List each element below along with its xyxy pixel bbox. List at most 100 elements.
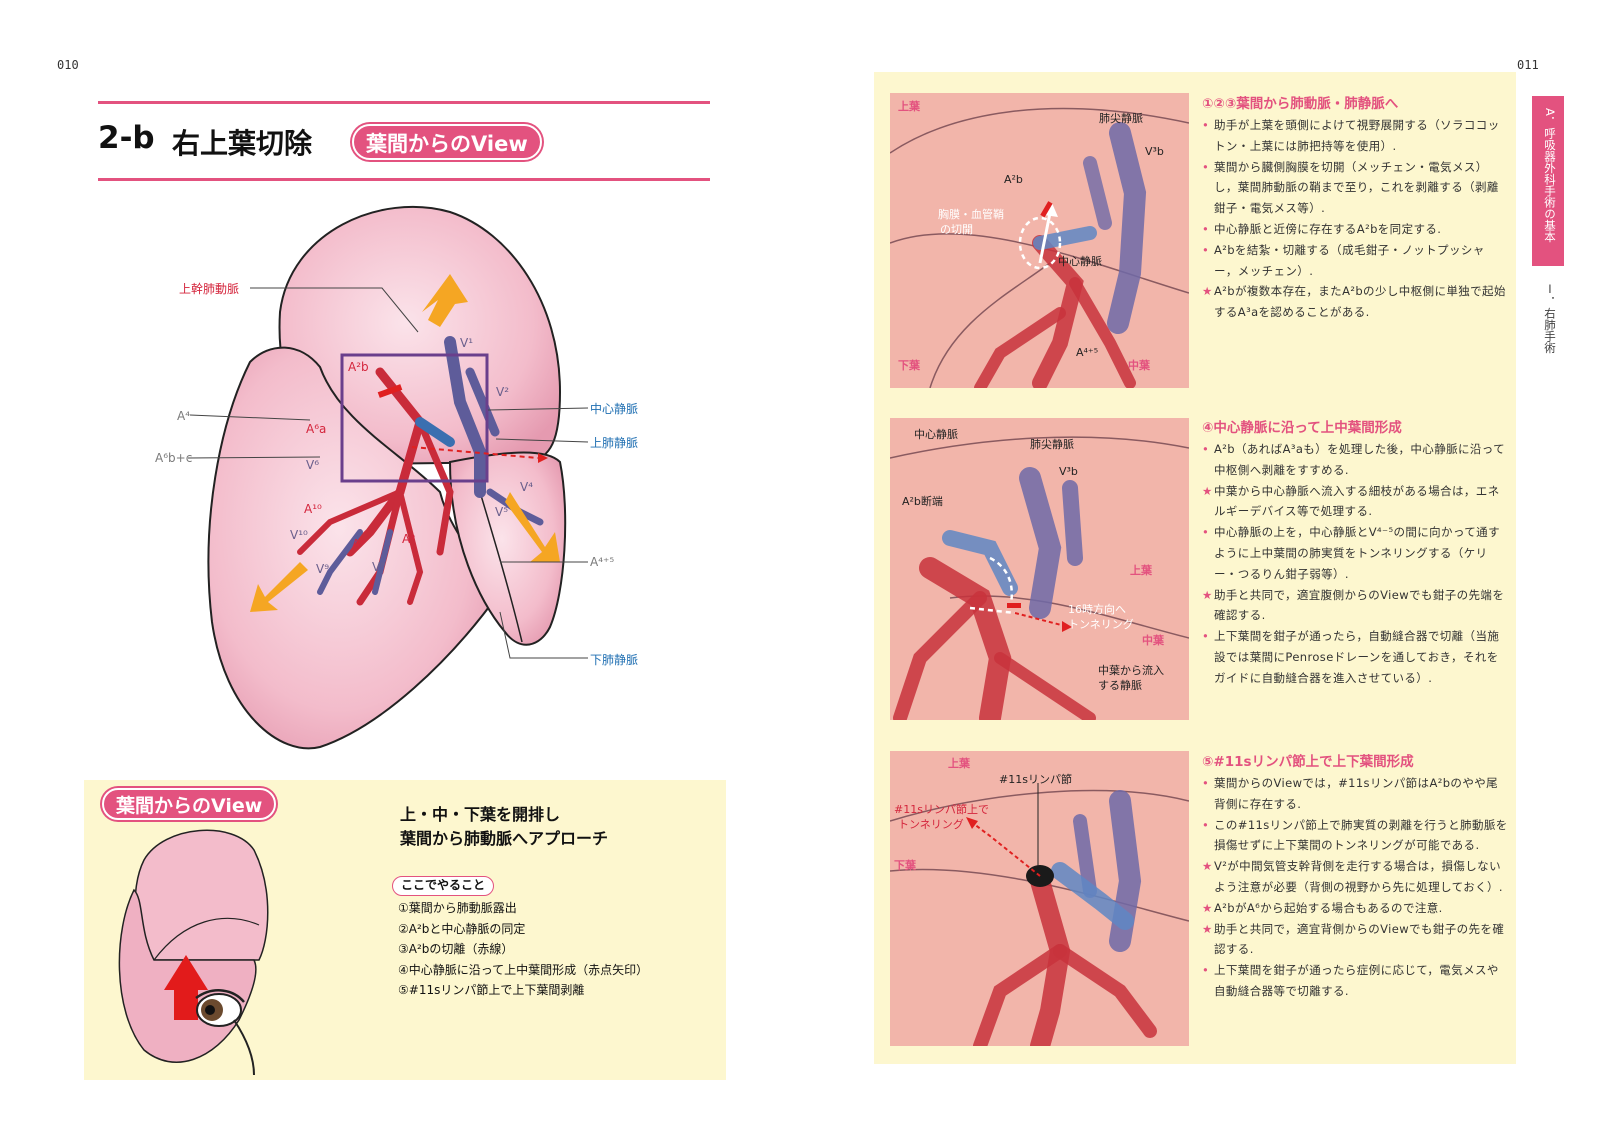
p2-tunnel-2: トンネリング [1068,618,1134,631]
p3-lower-lobe: 下葉 [894,859,916,872]
p1-pleura-cut-2: の切開 [940,223,973,236]
surgical-photo-1: 上葉 下葉 中葉 肺尖静脈 V³b A²b 胸膜・血管鞘 の切開 中心静脈 A⁴… [890,93,1189,388]
label-v10: V¹⁰ [290,528,308,542]
label-v4: V⁴ [520,480,534,494]
p1-a45: A⁴⁺⁵ [1076,346,1099,359]
p2-mid-vein-2: する静脈 [1098,679,1142,692]
inset-frame [340,353,489,483]
label-a9: A⁹ [402,532,416,546]
todo-item: ④中心静脈に沿って上中葉間形成（赤点矢印） [398,962,649,977]
p2-a2b-stump: A²b断端 [902,495,943,508]
label-central-vein: 中心静脈 [590,402,639,416]
vessels [297,336,544,606]
photo-1-drawing [890,93,1189,388]
retract-arrow-left [250,562,308,612]
label-a2b: A²b [348,360,369,374]
photo-3-drawing [890,751,1189,1046]
step-item: •中心静脈と近傍に存在するA²bを同定する. [1202,221,1442,236]
label-v5: V⁵ [495,505,509,519]
step-item: •葉間から臓側胸膜を切開（メッチェン・電気メス）し，葉間肺動脈の鞘まで至り，これ… [1202,159,1499,216]
step-item: •葉間からのViewでは，#11sリンパ節はA²bのやや尾背側に存在する. [1202,776,1499,811]
todo-item: ②A²bと中心静脈の同定 [398,921,526,936]
label-a45: A⁴⁺⁵ [590,555,615,569]
p1-apical-vein: 肺尖静脈 [1099,112,1143,125]
label-inferior-pulmonary-vein: 下肺静脈 [590,653,639,667]
step-item: •この#11sリンパ節上で肺実質の剥離を行うと肺動脈を損傷せずに上下葉間のトンネ… [1202,817,1508,853]
step-heading-1: ①②③葉間から肺動脈・肺静脈へ [1202,96,1399,112]
view-summary-badge: 葉間からのView [102,788,277,820]
step-item: •A²b（あればA³aも）を処理した後，中心静脈に沿って中枢側へ剥離をすすめる. [1202,442,1506,477]
label-v8: V⁸ [372,560,386,574]
todo-tag: ここでやること [392,876,495,896]
lung-illustration: 上幹肺動脈 A⁴ A⁶a A⁶b+c A²b V¹ V² V⁶ V⁴ V⁵ A¹… [150,192,670,772]
p3-upper-lobe: 上葉 [948,757,970,770]
todo-item: ①葉間から肺動脈露出 [398,901,517,915]
step-item: ★助手と共同で，適宜腹側からのViewでも鉗子の先端を確認する. [1202,587,1505,623]
p2-upper-lobe: 上葉 [1130,564,1152,577]
middle-lobe [448,451,567,646]
page-number-right: 011 [1517,58,1539,72]
label-v2: V² [496,385,510,399]
label-a6a: A⁶a [306,422,327,436]
surgical-photo-2: 中心静脈 肺尖静脈 V³b A²b断端 上葉 中葉 16時方向へ トンネリング … [890,418,1189,720]
step-section-1: ①②③葉間から肺動脈・肺静脈へ •助手が上葉を頭側によけて視野展開する（ソラココ… [1202,92,1508,323]
step-section-2: ④中心静脈に沿って上中葉間形成 •A²b（あればA³aも）を処理した後，中心静脈… [1202,416,1508,689]
p1-pleura-cut-1: 胸膜・血管鞘 [938,208,1004,221]
title-rule-top [98,101,710,104]
step-item: •上下葉間を鉗子が通ったら症例に応じて，電気メスや自動縫合器等で切離する. [1202,963,1499,998]
step-heading-3: ⑤#11sリンパ節上で上下葉間形成 [1202,754,1414,770]
chapter-tab [1532,96,1564,266]
p2-central-vein: 中心静脈 [914,428,958,441]
todo-item: ⑤#11sリンパ節上で上下葉間剥離 [398,983,585,997]
view-heading: 上・中・下葉を開排し 葉間から肺動脈へアプローチ [400,803,608,851]
title-rule-bottom [98,178,710,181]
label-v1: V¹ [460,336,474,350]
p2-apical-vein: 肺尖静脈 [1030,438,1074,451]
label-a6bc: A⁶b+c [155,451,193,465]
p1-v3b: V³b [1145,145,1164,158]
step-item: ★中葉から中心静脈へ流入する細枝がある場合は，エネルギーデバイス等で処理する. [1202,483,1500,519]
view-lung-drawing [118,829,269,1076]
label-a8: A⁸ [352,537,366,551]
p2-tunnel-1: 16時方向へ [1068,603,1126,616]
step-item: •上下葉間を鉗子が通ったら，自動縫合器で切離（当施設では葉間にPenroseドレ… [1202,629,1500,685]
label-a4: A⁴ [177,409,191,423]
label-upper-trunk-artery: 上幹肺動脈 [179,282,240,296]
p3-lymph-node: #11sリンパ節 [999,773,1072,786]
todo-list: ①葉間から肺動脈露出 ②A²bと中心静脈の同定 ③A²bの切離（赤線） ④中心静… [398,898,648,1001]
step-item: •助手が上葉を頭側によけて視野展開する（ソラココットン・上葉には肺把持等を使用）… [1202,118,1500,153]
step-section-3: ⑤#11sリンパ節上で上下葉間形成 •葉間からのViewでは，#11sリンパ節は… [1202,750,1508,1002]
surgical-photo-3: 上葉 下葉 #11sリンパ節 #11sリンパ節上で トンネリング [890,751,1189,1046]
step-item: •中心静脈の上を，中心静脈とV⁴⁻⁵の間に向かって通すように上中葉間の肺実質をト… [1202,525,1500,581]
todo-item: ③A²bの切離（赤線） [398,942,514,956]
view-badge: 葉間からのView [352,124,542,160]
p1-a2b: A²b [1004,173,1023,186]
page-title: 右上葉切除 [172,127,313,160]
label-v9: V⁹ [316,562,330,576]
step-item: ★A²bがA⁶から起始する場合もあるので注意. [1202,900,1443,915]
p1-lower-lobe: 下葉 [898,359,920,372]
step-item: ★助手と共同で，適宜背側からのViewでも鉗子の先を確認する. [1202,921,1505,957]
p2-mid-vein-1: 中葉から流入 [1098,664,1164,677]
lung-drawing [187,205,589,750]
section-tab-label: Ⅰ．右肺手術 [1543,282,1557,354]
retract-arrow-right [505,492,560,562]
p2-middle-lobe: 中葉 [1142,634,1164,647]
view-diagram [104,820,294,1078]
p2-v3b: V³b [1059,465,1078,478]
p1-central-vein: 中心静脈 [1058,255,1102,268]
p3-tunnel-1: #11sリンパ節上で [894,803,989,816]
step-item: •A²bを結紮・切離する（成毛鉗子・ノットプッシャー，メッチェン）. [1202,242,1485,278]
p1-upper-lobe: 上葉 [898,100,920,113]
step-heading-2: ④中心静脈に沿って上中葉間形成 [1202,420,1402,436]
page-number-left: 010 [57,58,79,72]
retract-arrow-up [422,274,468,327]
view-heading-line1: 上・中・下葉を開排し [400,805,561,824]
view-heading-line2: 葉間から肺動脈へアプローチ [400,829,609,848]
label-superior-pulmonary-vein: 上肺静脈 [590,436,639,450]
label-v6: V⁶ [306,458,320,472]
section-number: 2-b [98,120,155,156]
chapter-tab-label: A．呼吸器外科手術の基本 [1543,108,1557,243]
view-arrow-up [164,955,208,1020]
label-a10: A¹⁰ [304,502,322,516]
